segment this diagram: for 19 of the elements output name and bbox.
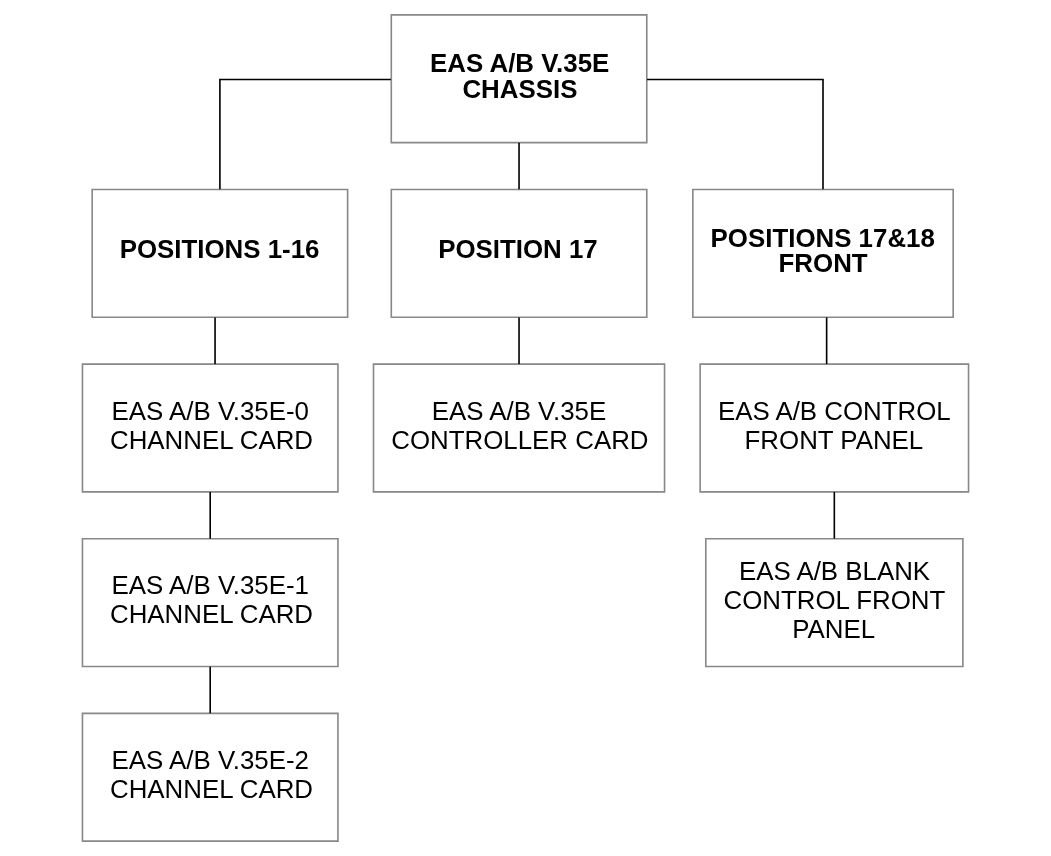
node-box: POSITION 17 [390,188,648,319]
connector [209,491,211,540]
connector [219,78,392,190]
connector [209,665,211,715]
node-box: POSITIONS 1-16 [91,188,349,319]
connector [825,316,828,365]
node-box: EAS A/B V.35E-2 CHANNEL CARD [81,712,339,842]
connector [518,141,520,191]
connector [646,78,824,190]
node-box: EAS A/B CONTROL FRONT PANEL [699,363,970,493]
node-box: POSITIONS 17&18 FRONT [692,188,954,319]
connector [833,491,836,540]
connector [518,316,520,365]
node-box: EAS A/B V.35E-1 CHANNEL CARD [81,537,339,668]
node-box: EAS A/B V.35E-0 CHANNEL CARD [81,363,339,493]
connector [214,316,216,365]
node-box: EAS A/B V.35E CHASSIS [390,14,648,144]
node-box: EAS A/B BLANK CONTROL FRONT PANEL [705,537,964,668]
node-box: EAS A/B V.35E CONTROLLER CARD [372,363,666,493]
